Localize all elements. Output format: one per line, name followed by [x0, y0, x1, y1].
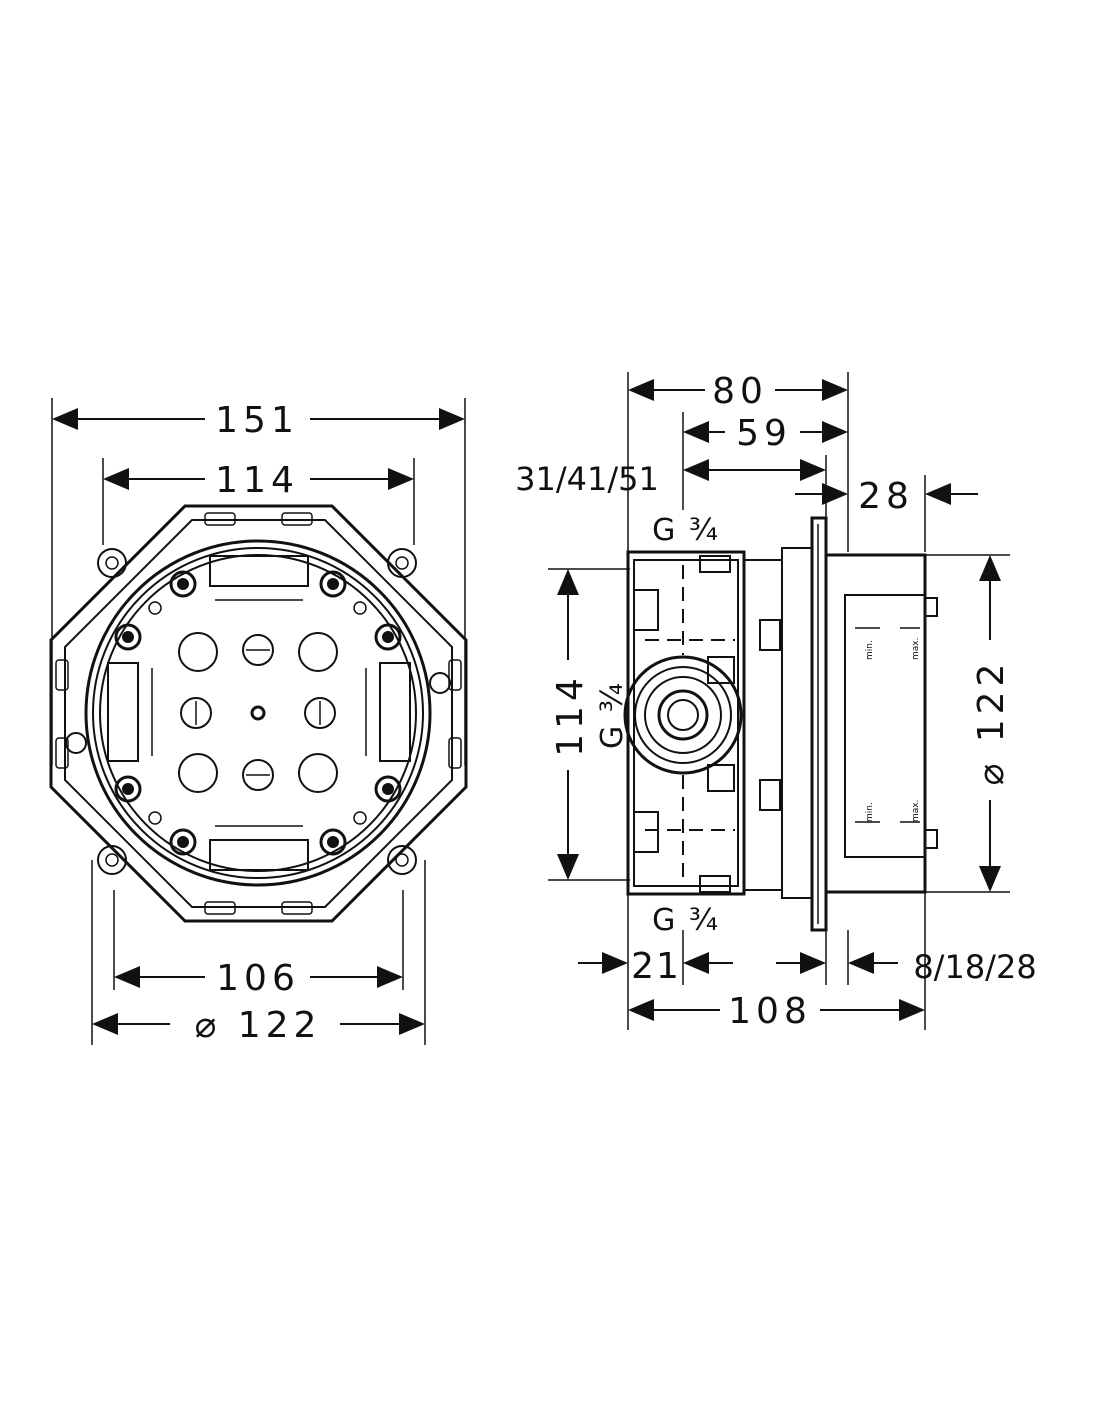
front-view: 151 114 106 ⌀ 122 — [49, 398, 468, 1046]
dimension-59: 59 — [683, 413, 848, 454]
dim-114-vertical-label: 114 — [550, 673, 591, 757]
dimension-106: 106 — [114, 958, 403, 999]
dim-80-label: 80 — [712, 371, 768, 412]
label-min-bottom: min. — [865, 802, 875, 822]
dim-59-label: 59 — [736, 413, 792, 454]
thread-bottom-label: G ¾ — [652, 903, 720, 938]
dimension-28: 28 — [795, 476, 978, 517]
dim-8-18-28-label: 8/18/28 — [913, 948, 1036, 986]
dimension-diameter-122: ⌀ 122 — [92, 1005, 425, 1046]
label-max-top: max. — [911, 638, 921, 660]
side-view: 80 59 31/41/51 28 G ¾ — [515, 371, 1037, 1032]
dim-108-label: 108 — [728, 991, 812, 1032]
dimension-114-vertical: 114 G ¾ — [550, 569, 630, 880]
thread-top-label: G ¾ — [652, 513, 720, 548]
dim-151-label: 151 — [215, 400, 299, 441]
dimension-21: 21 — [578, 946, 733, 987]
dim-31-41-51-label: 31/41/51 — [515, 460, 659, 498]
dimension-31-41-51: 31/41/51 — [515, 459, 826, 498]
label-max-bottom: max. — [911, 800, 921, 822]
dimension-108: 108 — [628, 991, 925, 1032]
dimension-diameter-122-vertical: ⌀ 122 — [971, 555, 1012, 892]
dim-106-label: 106 — [216, 958, 300, 999]
dim-21-label: 21 — [631, 946, 681, 987]
dim-28-label: 28 — [858, 476, 914, 517]
dimension-151: 151 — [52, 400, 465, 441]
dim-diameter-122-vertical-label: ⌀ 122 — [971, 659, 1012, 786]
dimension-8-18-28: 8/18/28 — [776, 948, 1037, 986]
label-min-top: min. — [865, 640, 875, 660]
dim-114-label: 114 — [215, 460, 299, 501]
dimension-114-top: 114 — [103, 460, 414, 501]
dimension-80: 80 — [628, 371, 848, 412]
valve-body: min. max. min. max. — [623, 516, 938, 932]
mounting-frame — [49, 504, 468, 923]
dim-diameter-122-label: ⌀ 122 — [195, 1005, 322, 1046]
